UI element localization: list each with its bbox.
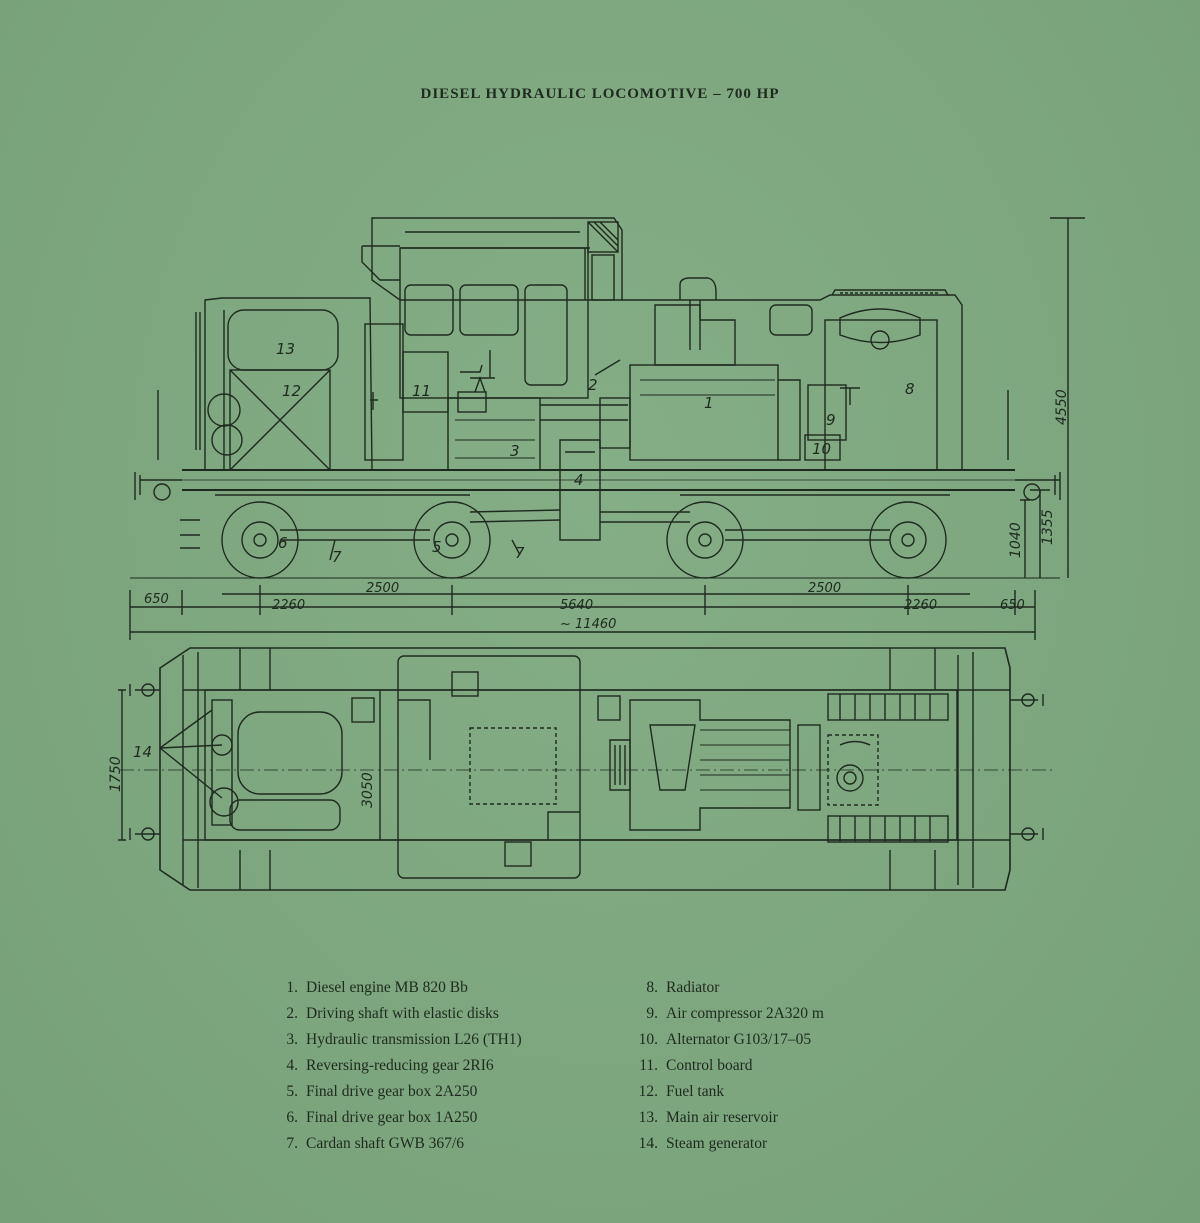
legend-left-column: 1.Diesel engine MB 820 Bb 2.Driving shaf… [272, 975, 522, 1157]
legend-item: 10.Alternator G103/17–05 [638, 1031, 812, 1048]
side-label-7a: 7 [332, 548, 342, 566]
technical-drawing: 1 2 3 4 5 6 7 7 8 9 10 11 12 13 4550 135… [108, 217, 1085, 891]
side-label-11: 11 [412, 382, 431, 400]
legend-item: 7.Cardan shaft GWB 367/6 [286, 1135, 464, 1152]
legend-item: 11.Control board [639, 1057, 753, 1074]
legend-item: 3.Hydraulic transmission L26 (TH1) [286, 1031, 522, 1048]
dim-offset-left: 2260 [272, 598, 305, 613]
legend-right-column: 8.Radiator 9.Air compressor 2A320 m 10.A… [632, 975, 824, 1157]
dim-length-total: ~ 11460 [560, 617, 616, 632]
dim-overhang-right: 650 [1000, 598, 1025, 613]
plan-view: 14 1750 3050 [108, 647, 1055, 891]
side-label-7b: 7 [515, 544, 525, 562]
dim-overhang-left: 650 [144, 592, 169, 607]
legend-item: 8.Radiator [646, 979, 720, 996]
side-label-8: 8 [905, 380, 915, 398]
legend-item: 5.Final drive gear box 2A250 [286, 1083, 478, 1100]
dim-wheelbase-right: 2500 [808, 581, 841, 596]
dim-offset-right: 2260 [904, 598, 937, 613]
legend-item: 1.Diesel engine MB 820 Bb [286, 979, 468, 996]
side-label-9: 9 [826, 411, 836, 429]
side-elevation: 1 2 3 4 5 6 7 7 8 9 10 11 12 13 4550 135… [129, 217, 1085, 640]
legend-item: 2.Driving shaft with elastic disks [286, 1005, 499, 1022]
side-label-10: 10 [812, 440, 831, 458]
dim-width-outer: 1750 [108, 756, 124, 792]
dim-wheelbase-left: 2500 [366, 581, 399, 596]
side-label-5: 5 [432, 538, 442, 556]
legend-item: 13.Main air reservoir [638, 1109, 778, 1126]
side-label-3: 3 [510, 442, 520, 460]
dim-bogie-centres: 5640 [560, 598, 593, 613]
page-title: DIESEL HYDRAULIC LOCOMOTIVE – 700 HP [420, 86, 780, 102]
side-label-4: 4 [574, 471, 584, 489]
side-label-2: 2 [588, 376, 598, 394]
dim-height-coupler: 1040 [1008, 522, 1024, 558]
side-label-13: 13 [276, 340, 295, 358]
side-label-1: 1 [704, 394, 714, 412]
plan-label-14: 14 [133, 743, 152, 761]
legend-item: 14.Steam generator [638, 1135, 768, 1152]
dim-height-total: 4550 [1054, 389, 1070, 425]
dim-width-body: 3050 [360, 772, 376, 808]
side-label-6: 6 [278, 534, 288, 552]
legend-item: 6.Final drive gear box 1A250 [286, 1109, 478, 1126]
legend-item: 9.Air compressor 2A320 m [646, 1005, 824, 1022]
side-label-12: 12 [282, 382, 301, 400]
legend-item: 4.Reversing-reducing gear 2RI6 [286, 1057, 494, 1074]
dim-height-buffer: 1355 [1040, 509, 1056, 545]
legend-item: 12.Fuel tank [638, 1083, 725, 1100]
